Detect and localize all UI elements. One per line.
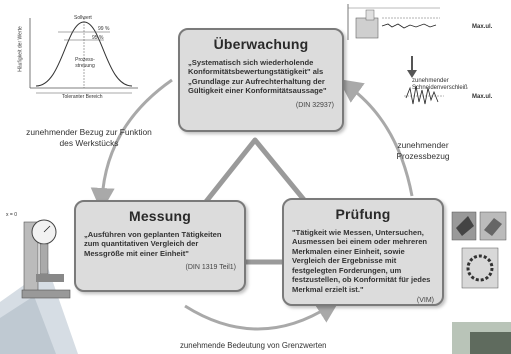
arrow-right-to-top xyxy=(338,78,414,197)
box-text-ueberwachung: „Systematisch sich wiederholende Konform… xyxy=(188,58,327,96)
distribution-figure xyxy=(29,18,138,94)
box-ref-pruefung: (VIM) xyxy=(416,297,434,305)
arrow-left-to-right xyxy=(184,299,341,331)
box-pruefung: Prüfung "Tätigkeit wie Messen, Untersuch… xyxy=(282,198,444,306)
max-label-1: Max.ul. xyxy=(472,24,493,30)
xlabel: Toleranter Bereich xyxy=(62,94,103,100)
photo-corner-left-shade xyxy=(0,296,56,354)
box-ref-messung: (DIN 1319 Teil1) xyxy=(185,264,236,272)
streuung-label: Prozess-streuung xyxy=(75,57,95,69)
sollwert-label: Sollwert xyxy=(74,15,92,21)
max-label-2: Max.ul. xyxy=(472,94,493,100)
label-left-arrow: zunehmender Bezug zur Funktion des Werks… xyxy=(26,127,152,148)
box-text-messung: „Ausführen von geplanten Tätigkeiten zum… xyxy=(84,230,222,258)
box-title-pruefung: Prüfung xyxy=(335,206,391,222)
dial-gauge xyxy=(21,219,71,299)
box-ueberwachung: Überwachung „Systematisch sich wiederhol… xyxy=(178,28,344,132)
box-title-ueberwachung: Überwachung xyxy=(213,36,309,52)
box-ref-ueberwachung: (DIN 32937) xyxy=(295,101,334,109)
ylabel: Häufigkeit der Werte xyxy=(17,26,24,72)
tool-inserts xyxy=(451,211,507,289)
signal-figure xyxy=(347,4,444,105)
box-text-pruefung: "Tätigkeit wie Messen, Untersuchen, Ausm… xyxy=(292,228,431,294)
gauge-label: x = 0 xyxy=(6,212,17,218)
label-right-arrow: zunehmender Prozessbezug xyxy=(396,140,450,161)
wear-label: zunehmender Schneidenverschleiß xyxy=(412,78,468,92)
p95-label: 95 % xyxy=(92,35,104,41)
arrow-top-to-left xyxy=(90,78,173,212)
p99-label: 99 % xyxy=(98,26,110,32)
label-bottom-arrow: zunehmende Bedeutung von Grenzwerten xyxy=(180,341,327,350)
photo-corner-right-dark xyxy=(470,332,511,354)
box-title-messung: Messung xyxy=(128,208,192,224)
box-messung: Messung „Ausführen von geplanten Tätigke… xyxy=(74,200,246,292)
